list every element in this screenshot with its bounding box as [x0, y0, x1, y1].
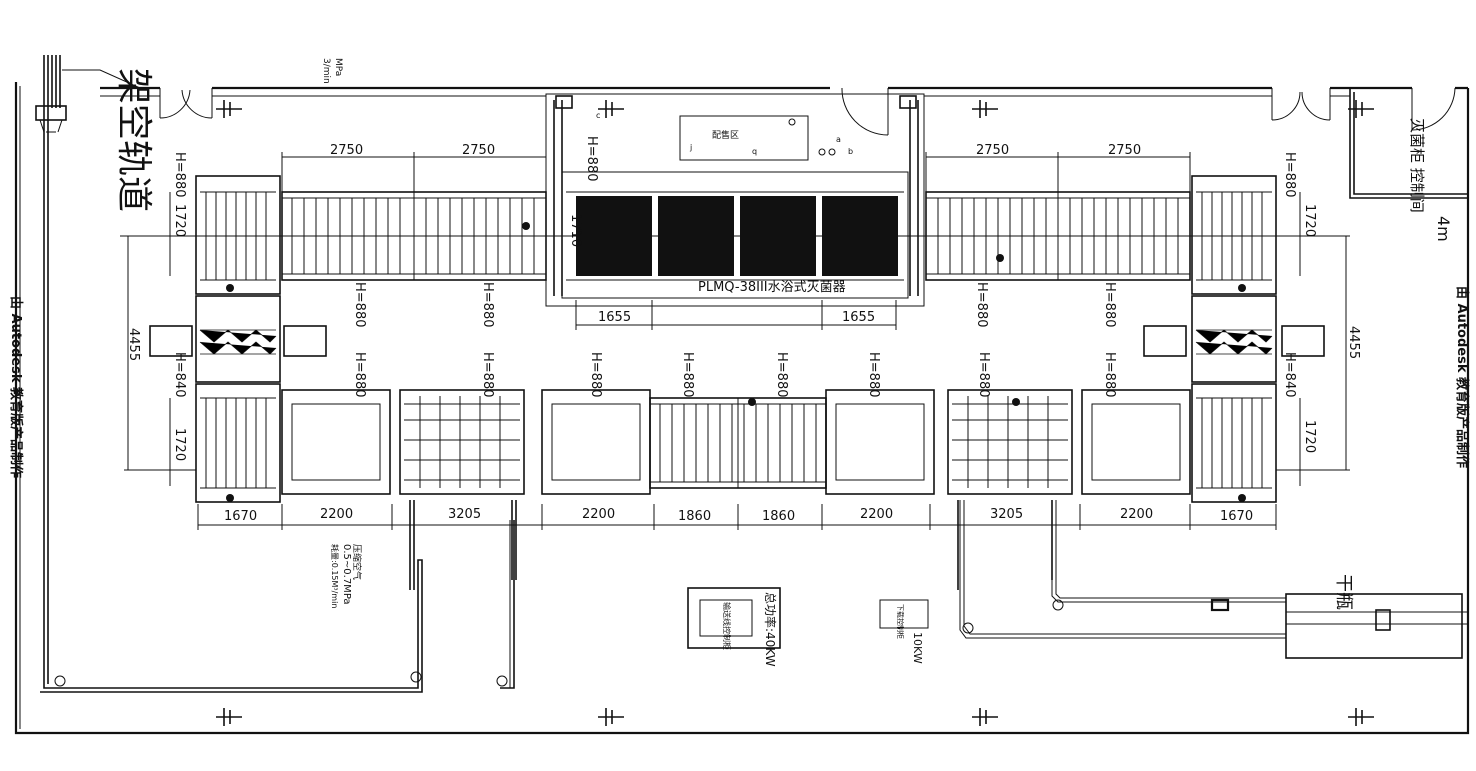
overhead-track-label: 架空轨道 — [113, 68, 154, 212]
compressed-air-2: 0.5~0.7MPa — [341, 544, 352, 605]
dim-b2200-4: 2200 — [1120, 507, 1153, 522]
dim-h880-8: H=880 — [680, 352, 695, 397]
mark-j: j — [689, 143, 692, 152]
four-m-label: 4m — [1434, 216, 1453, 242]
watermark-left: 由 Autodesk 教育版产品制作 — [8, 296, 24, 478]
dim-h880-12: H=880 — [1102, 352, 1117, 397]
dim-b3205-right: 3205 — [990, 507, 1023, 522]
watermark-right: 由 Autodesk 教育版产品制作 — [1454, 286, 1470, 468]
dim-h880-9: H=880 — [774, 352, 789, 397]
dim-h880-6: H=880 — [480, 352, 495, 397]
mark-a: a — [836, 135, 841, 144]
dim-b2200-3: 2200 — [860, 507, 893, 522]
dim-top-left-2: 2750 — [462, 143, 495, 158]
column-markers — [216, 100, 1374, 726]
power-10-label: 10KW — [911, 632, 924, 664]
control-room-label: 灭菌柜 控制间 — [1408, 118, 1426, 213]
dim-b1670-left: 1670 — [224, 509, 257, 524]
dim-b3205-left: 3205 — [448, 507, 481, 522]
dim-h880-3: H=880 — [974, 282, 989, 327]
dim-b2200-1: 2200 — [320, 507, 353, 522]
dim-1720-right-bottom: 1720 — [1302, 420, 1317, 453]
dim-b1670-right: 1670 — [1220, 509, 1253, 524]
bottom-conveyor — [281, 222, 1191, 590]
dim-b1860-left: 1860 — [678, 509, 711, 524]
dim-h880-4: H=880 — [1102, 282, 1117, 327]
dim-b1860-right: 1860 — [762, 509, 795, 524]
compressed-air-1: 压缩空气 — [351, 544, 363, 580]
dim-h880-right-top: H=880 — [1282, 152, 1297, 197]
dim-1655-left: 1655 — [598, 310, 631, 325]
flow-note: 3/min — [321, 58, 331, 84]
dim-h840-right: H=840 — [1282, 352, 1297, 397]
notes: 4m 灭菌柜 控制间 由 Autodesk 教育版产品制作 由 Autodesk… — [8, 118, 1470, 667]
dim-h880-11: H=880 — [976, 352, 991, 397]
pressure-note: MPa — [333, 58, 343, 76]
power-total-label: 总功率:40KW — [763, 592, 778, 667]
pipe-lines: 干瓶 — [959, 500, 1468, 659]
dim-b2200-2: 2200 — [582, 507, 615, 522]
dim-h880-left-top: H=880 — [172, 152, 187, 197]
dim-4455-left: 4455 — [126, 328, 141, 361]
left-end-units — [149, 175, 327, 503]
building-walls — [14, 82, 1470, 735]
dim-h880-10: H=880 — [866, 352, 881, 397]
main-control-cabinet — [687, 587, 781, 649]
dim-1720-left-bottom: 1720 — [172, 428, 187, 461]
dim-top-right-2: 2750 — [1108, 143, 1141, 158]
dim-1720-left-top: 1720 — [172, 204, 187, 237]
sterilizer-label: PLMQ-38III水浴式灭菌器 — [698, 280, 846, 295]
dim-h880-5: H=880 — [352, 352, 367, 397]
dim-h880-2: H=880 — [480, 282, 495, 327]
small-control-cabinet — [879, 599, 929, 629]
right-end-units — [1143, 175, 1325, 503]
dim-h880-7: H=880 — [588, 352, 603, 397]
mark-c: c — [596, 111, 600, 120]
compressed-air-3: 耗量:0.15M³/min — [330, 544, 339, 608]
sterilizer: 配售区 j q c a b PLMQ-38III水浴式灭菌器 1710 H=88… — [545, 93, 925, 307]
dim-4455-right: 4455 — [1346, 326, 1361, 359]
dry-bottle-label: 干瓶 — [1333, 574, 1354, 610]
dim-h840-left: H=840 — [172, 352, 187, 397]
dimension-lines — [120, 152, 1350, 530]
small-cabinet-label: 下载控制柜 — [896, 604, 905, 639]
dim-top-right-1: 2750 — [976, 143, 1009, 158]
dim-h880-1: H=880 — [352, 282, 367, 327]
dim-1720-right-top: 1720 — [1302, 204, 1317, 237]
dim-top-left-1: 2750 — [330, 143, 363, 158]
main-cabinet-label: 输送线控制柜 — [722, 602, 732, 650]
dim-1655-right: 1655 — [842, 310, 875, 325]
mark-q: q — [752, 147, 757, 156]
dim-1710: 1710 — [568, 214, 583, 247]
dim-h880-sterilizer: H=880 — [584, 136, 599, 181]
overhead-track: 架空轨道 MPa 3/min — [35, 55, 515, 693]
storage-area-label: 配售区 — [712, 129, 739, 141]
mark-b: b — [848, 147, 853, 156]
